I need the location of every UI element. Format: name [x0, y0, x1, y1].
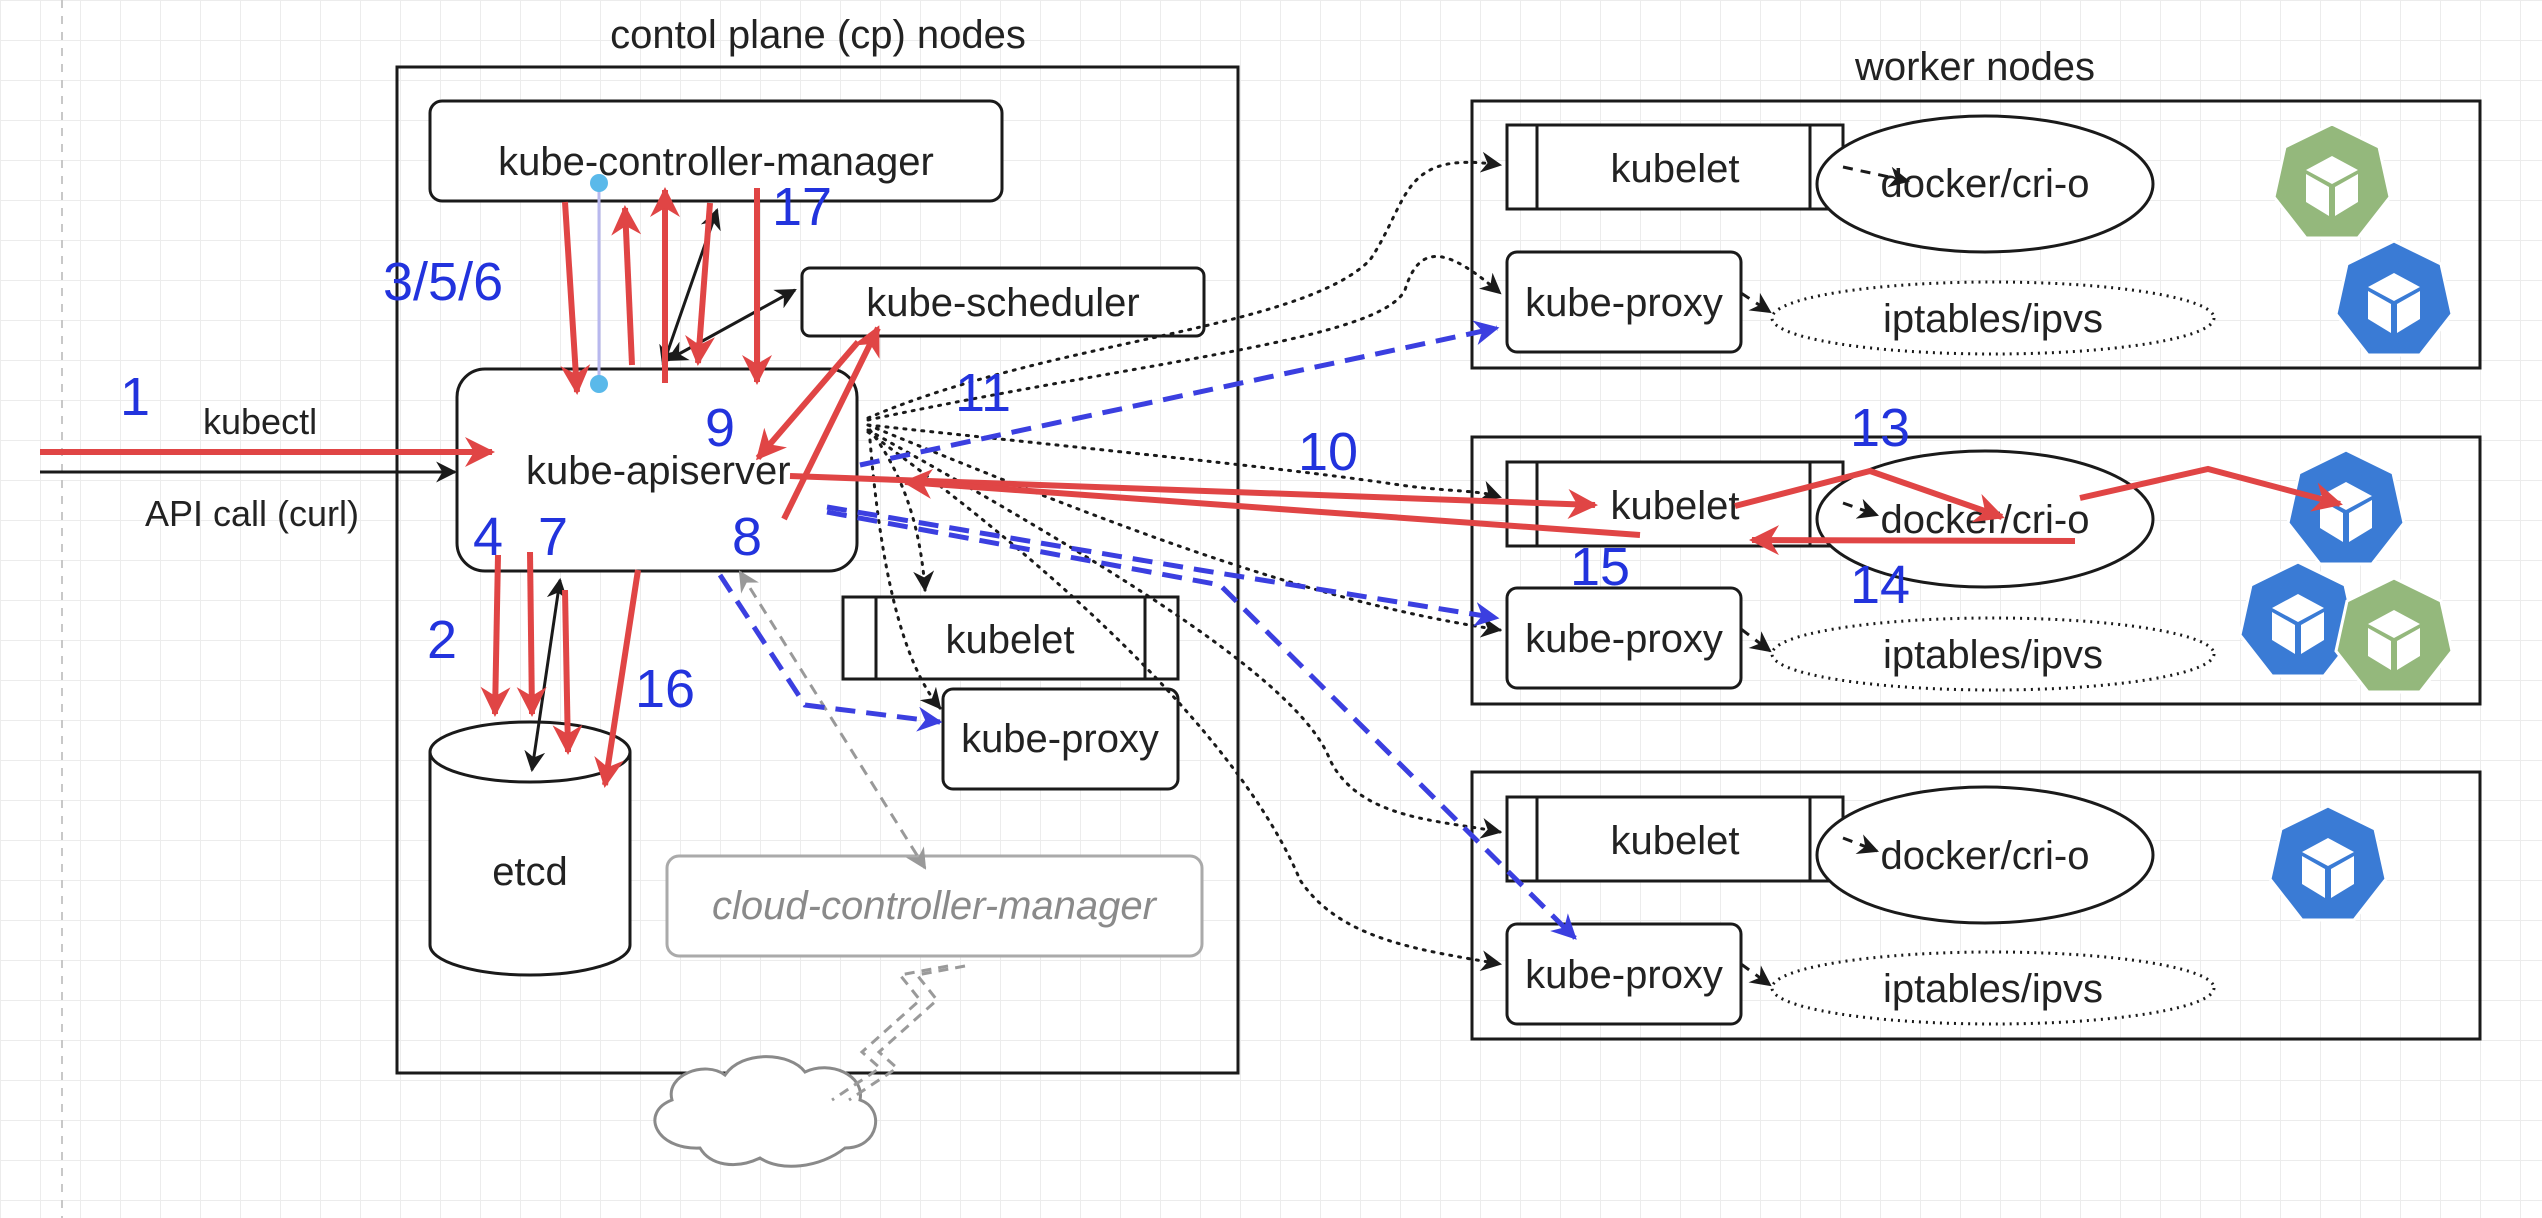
worker-1-kube-proxy-label: kube-proxy — [1525, 281, 1723, 325]
worker-3-runtime[interactable]: docker/cri-o — [1815, 785, 2155, 925]
kube-scheduler-label: kube-scheduler — [866, 281, 1140, 325]
worker-1-kube-proxy-box[interactable]: kube-proxy — [1505, 250, 1743, 354]
cloud-controller-link — [738, 570, 927, 870]
cloud-controller-manager-label: cloud-controller-manager — [712, 884, 1158, 928]
worker-3-iptables-label: iptables/ipvs — [1883, 967, 2103, 1011]
worker-2-kube-proxy-box[interactable]: kube-proxy — [1505, 586, 1743, 690]
pod-icon — [2268, 804, 2388, 922]
worker-1-runtime-label: docker/cri-o — [1881, 162, 2090, 206]
cloud-link — [831, 964, 949, 1102]
step-number: 17 — [772, 177, 832, 237]
worker-3-kube-proxy-label: kube-proxy — [1525, 953, 1723, 997]
pod-icon — [2272, 122, 2392, 240]
connector-dot — [590, 174, 608, 192]
kube-scheduler-box[interactable]: kube-scheduler — [800, 266, 1206, 338]
worker-2-runtime-label: docker/cri-o — [1881, 498, 2090, 542]
kube-controller-manager-label: kube-controller-manager — [498, 140, 934, 184]
pod-icon — [2334, 576, 2454, 694]
node-internal-links — [1740, 165, 1911, 987]
worker-3-kubelet-label: kubelet — [1611, 819, 1740, 863]
worker-1-kubelet-box[interactable]: kubelet — [1505, 123, 1845, 211]
worker-2-iptables[interactable]: iptables/ipvs — [1770, 616, 2216, 692]
worker-2-kubelet-label: kubelet — [1611, 484, 1740, 528]
worker-3-kubelet-box[interactable]: kubelet — [1505, 795, 1845, 883]
worker-1-runtime[interactable]: docker/cri-o — [1815, 114, 2155, 254]
step-number: 15 — [1570, 537, 1630, 597]
pod-icon — [2334, 239, 2454, 357]
kube-apiserver-box[interactable]: kube-apiserver — [455, 367, 859, 573]
worker-1-iptables-label: iptables/ipvs — [1883, 297, 2103, 341]
kubectl-label: kubectl — [203, 401, 317, 442]
worker-2-kube-proxy-label: kube-proxy — [1525, 617, 1723, 661]
kube-controller-manager-box[interactable]: kube-controller-manager — [428, 99, 1004, 203]
proxy-update-arrows — [717, 320, 1577, 940]
step-number: 8 — [732, 507, 762, 567]
worker-node-1: kubelet kube-proxy docker/cri-o iptables… — [1470, 99, 2482, 370]
pod-icon — [2238, 560, 2358, 678]
etcd-label: etcd — [492, 850, 568, 894]
step-number: 9 — [705, 398, 735, 458]
worker-nodes-title: worker nodes — [1854, 45, 2095, 89]
worker-1-iptables[interactable]: iptables/ipvs — [1770, 280, 2216, 356]
step-numbers: 1 2 3/5/6 4 7 8 9 10 11 13 14 15 16 17 — [120, 177, 1910, 719]
step-number: 7 — [538, 507, 568, 567]
step-number: 13 — [1850, 398, 1910, 458]
step-number: 1 — [120, 367, 150, 427]
worker-3-kube-proxy-box[interactable]: kube-proxy — [1505, 922, 1743, 1026]
worker-1-kubelet-label: kubelet — [1611, 147, 1740, 191]
request-arrows — [40, 187, 2343, 788]
cp-kube-proxy-box[interactable]: kube-proxy — [941, 687, 1180, 791]
pod-icon — [2286, 448, 2406, 566]
step-number: 3/5/6 — [383, 252, 503, 312]
step-number: 4 — [473, 507, 503, 567]
step-number: 2 — [427, 610, 457, 670]
cp-kubelet-box[interactable]: kubelet — [841, 595, 1180, 681]
worker-3-runtime-label: docker/cri-o — [1881, 834, 2090, 878]
cloud-controller-manager-box[interactable]: cloud-controller-manager — [665, 854, 1204, 958]
connector-dot — [590, 375, 608, 393]
cp-kubelet-label: kubelet — [946, 618, 1075, 662]
cloud-icon — [653, 1055, 877, 1168]
worker-2-iptables-label: iptables/ipvs — [1883, 633, 2103, 677]
step-number: 10 — [1298, 422, 1358, 482]
step-number: 16 — [635, 659, 695, 719]
etcd-database[interactable]: etcd — [428, 720, 632, 977]
worker-3-iptables[interactable]: iptables/ipvs — [1770, 950, 2216, 1026]
step-number: 14 — [1850, 555, 1910, 615]
step-number: 11 — [955, 363, 1011, 423]
api-call-label: API call (curl) — [145, 493, 359, 534]
control-plane-title: contol plane (cp) nodes — [610, 13, 1026, 57]
worker-node-3: kubelet kube-proxy docker/cri-o iptables… — [1470, 770, 2482, 1041]
kube-apiserver-label: kube-apiserver — [526, 449, 791, 493]
cp-kube-proxy-label: kube-proxy — [961, 717, 1159, 761]
